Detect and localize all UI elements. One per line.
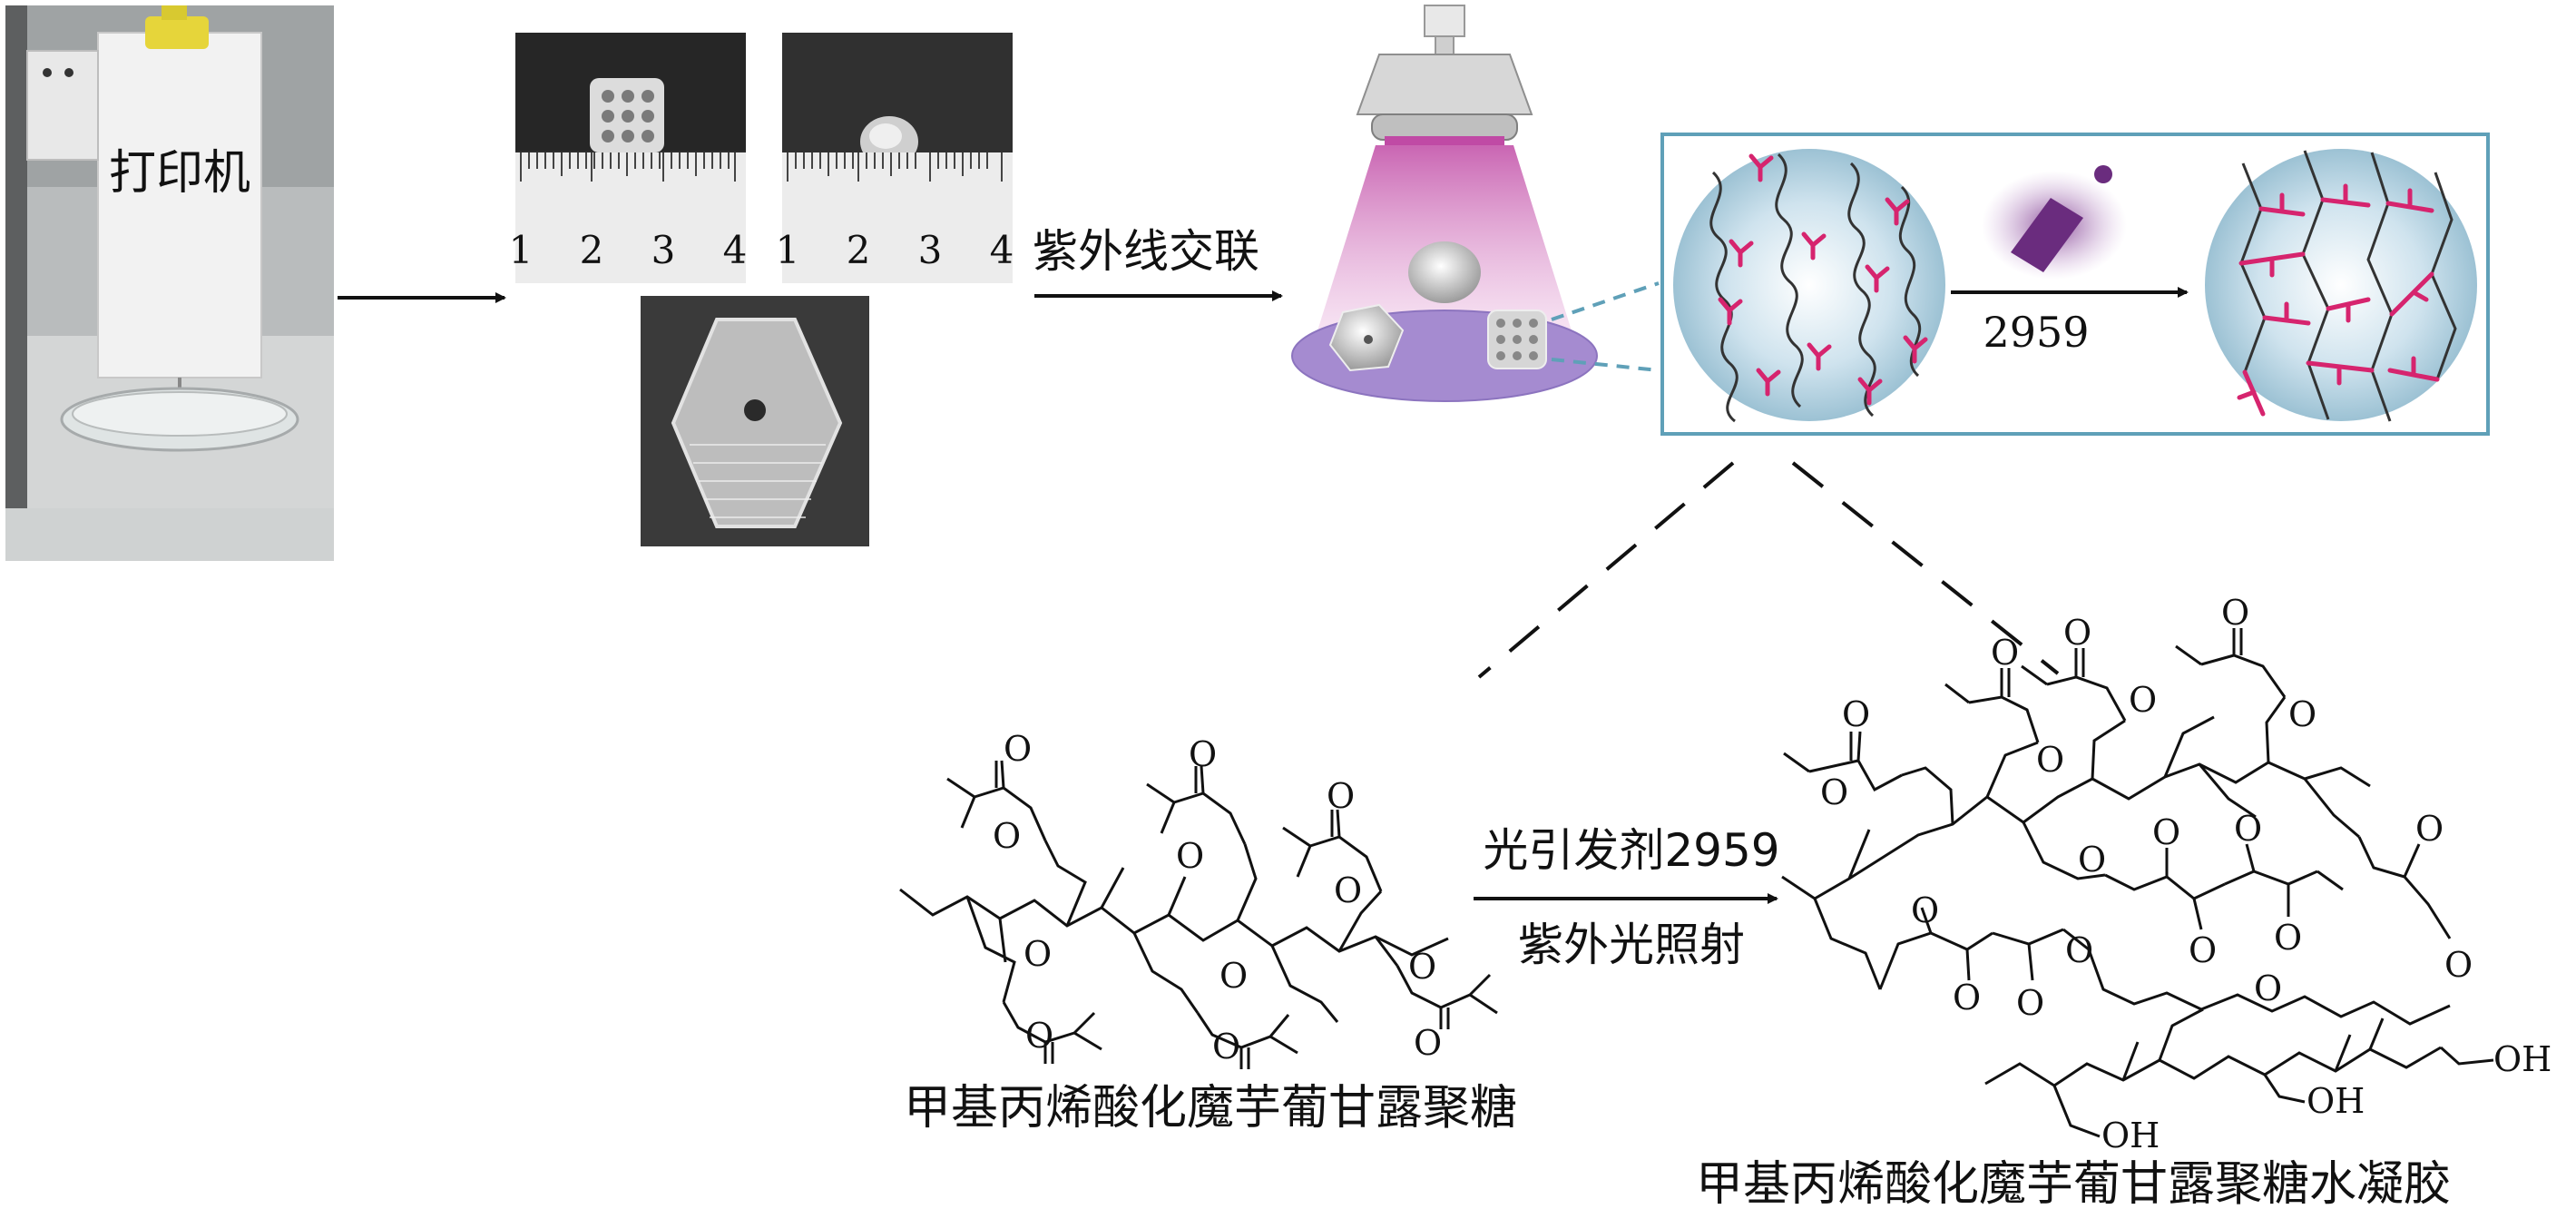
atom-o: O <box>2189 930 2217 970</box>
zoom-connector-lines <box>1551 281 1660 372</box>
uv-lamp-illustration <box>1291 5 1598 402</box>
atom-o: O <box>1953 978 1981 1017</box>
ruler-left-tick-4: 4 <box>723 228 748 272</box>
atom-o: O <box>2254 968 2282 1008</box>
atom-o: O <box>1820 772 1848 812</box>
ruler-right-tick-2: 2 <box>847 228 871 272</box>
ruler-right-tick-1: 1 <box>776 228 800 272</box>
atom-o: O <box>1414 1023 1442 1063</box>
atom-oh: OH <box>2101 1116 2160 1155</box>
product-name: 甲基丙烯酸化魔芋葡甘露聚糖水凝胶 <box>1696 1157 2451 1212</box>
atom-oh: OH <box>2307 1081 2365 1121</box>
uv-torch-icon <box>2011 165 2112 272</box>
reactant-name: 甲基丙烯酸化魔芋葡甘露聚糖 <box>904 1081 1517 1135</box>
reaction-conditions-top: 光引发剂2959 <box>1483 824 1779 877</box>
atom-o: O <box>1842 694 1870 734</box>
atom-o: O <box>1911 890 1939 930</box>
atom-oh: OH <box>2493 1039 2552 1079</box>
printer-label: 打印机 <box>109 146 250 201</box>
molecular-crosslink-box: 2959 <box>1660 133 2490 436</box>
atom-o: O <box>1334 870 1362 910</box>
crosslinked-sphere <box>2205 149 2477 421</box>
atom-o: O <box>2221 593 2249 633</box>
printer-photo: 打印机 <box>5 5 334 561</box>
atom-o: O <box>2274 918 2302 958</box>
atom-o: O <box>993 816 1021 856</box>
atom-o: O <box>2063 613 2091 653</box>
atom-o: O <box>1408 947 1436 987</box>
atom-o: O <box>1219 956 1248 996</box>
atom-o: O <box>2444 945 2473 985</box>
ruler-left-tick-2: 2 <box>580 228 604 272</box>
reaction-conditions-bottom: 紫外光照射 <box>1518 919 1745 971</box>
atom-o: O <box>2036 740 2064 780</box>
product-structure <box>1781 628 2494 1138</box>
atom-o: O <box>2129 680 2157 720</box>
ruler-left-tick-3: 3 <box>651 228 676 272</box>
ruler-right-tick-4: 4 <box>990 228 1014 272</box>
atom-o: O <box>1189 734 1217 774</box>
zoom-lines <box>1477 461 2060 679</box>
ruler-right-tick-3: 3 <box>918 228 943 272</box>
initiator-label: 2959 <box>1983 308 2089 357</box>
atom-o: O <box>2288 694 2316 734</box>
atom-o: O <box>1004 729 1032 769</box>
atom-o: O <box>1176 836 1204 876</box>
atom-o: O <box>1327 776 1355 816</box>
atom-o: O <box>1025 1016 1053 1056</box>
atom-o: O <box>2415 809 2444 849</box>
product-atom-labels: O O O O O O O O O O O O O O O O O O O O … <box>1820 593 2552 1155</box>
uncrosslinked-sphere <box>1673 149 1945 421</box>
sample-photo-grid: 1 2 3 4 1 2 3 4 <box>509 33 1014 546</box>
reactant-structure <box>899 760 1498 1069</box>
atom-o: O <box>2152 812 2180 852</box>
atom-o: O <box>2234 809 2262 849</box>
atom-o: O <box>1212 1027 1240 1067</box>
crosslink-step-label: 紫外线交联 <box>1033 225 1259 278</box>
atom-o: O <box>2065 930 2093 970</box>
atom-o: O <box>2016 983 2044 1023</box>
atom-o: O <box>1024 934 1052 974</box>
atom-o: O <box>1991 633 2019 673</box>
reactant-atom-labels: O O O O O O O O O O O O <box>993 729 1442 1067</box>
ruler-left-tick-1: 1 <box>509 228 534 272</box>
atom-o: O <box>2078 840 2106 880</box>
